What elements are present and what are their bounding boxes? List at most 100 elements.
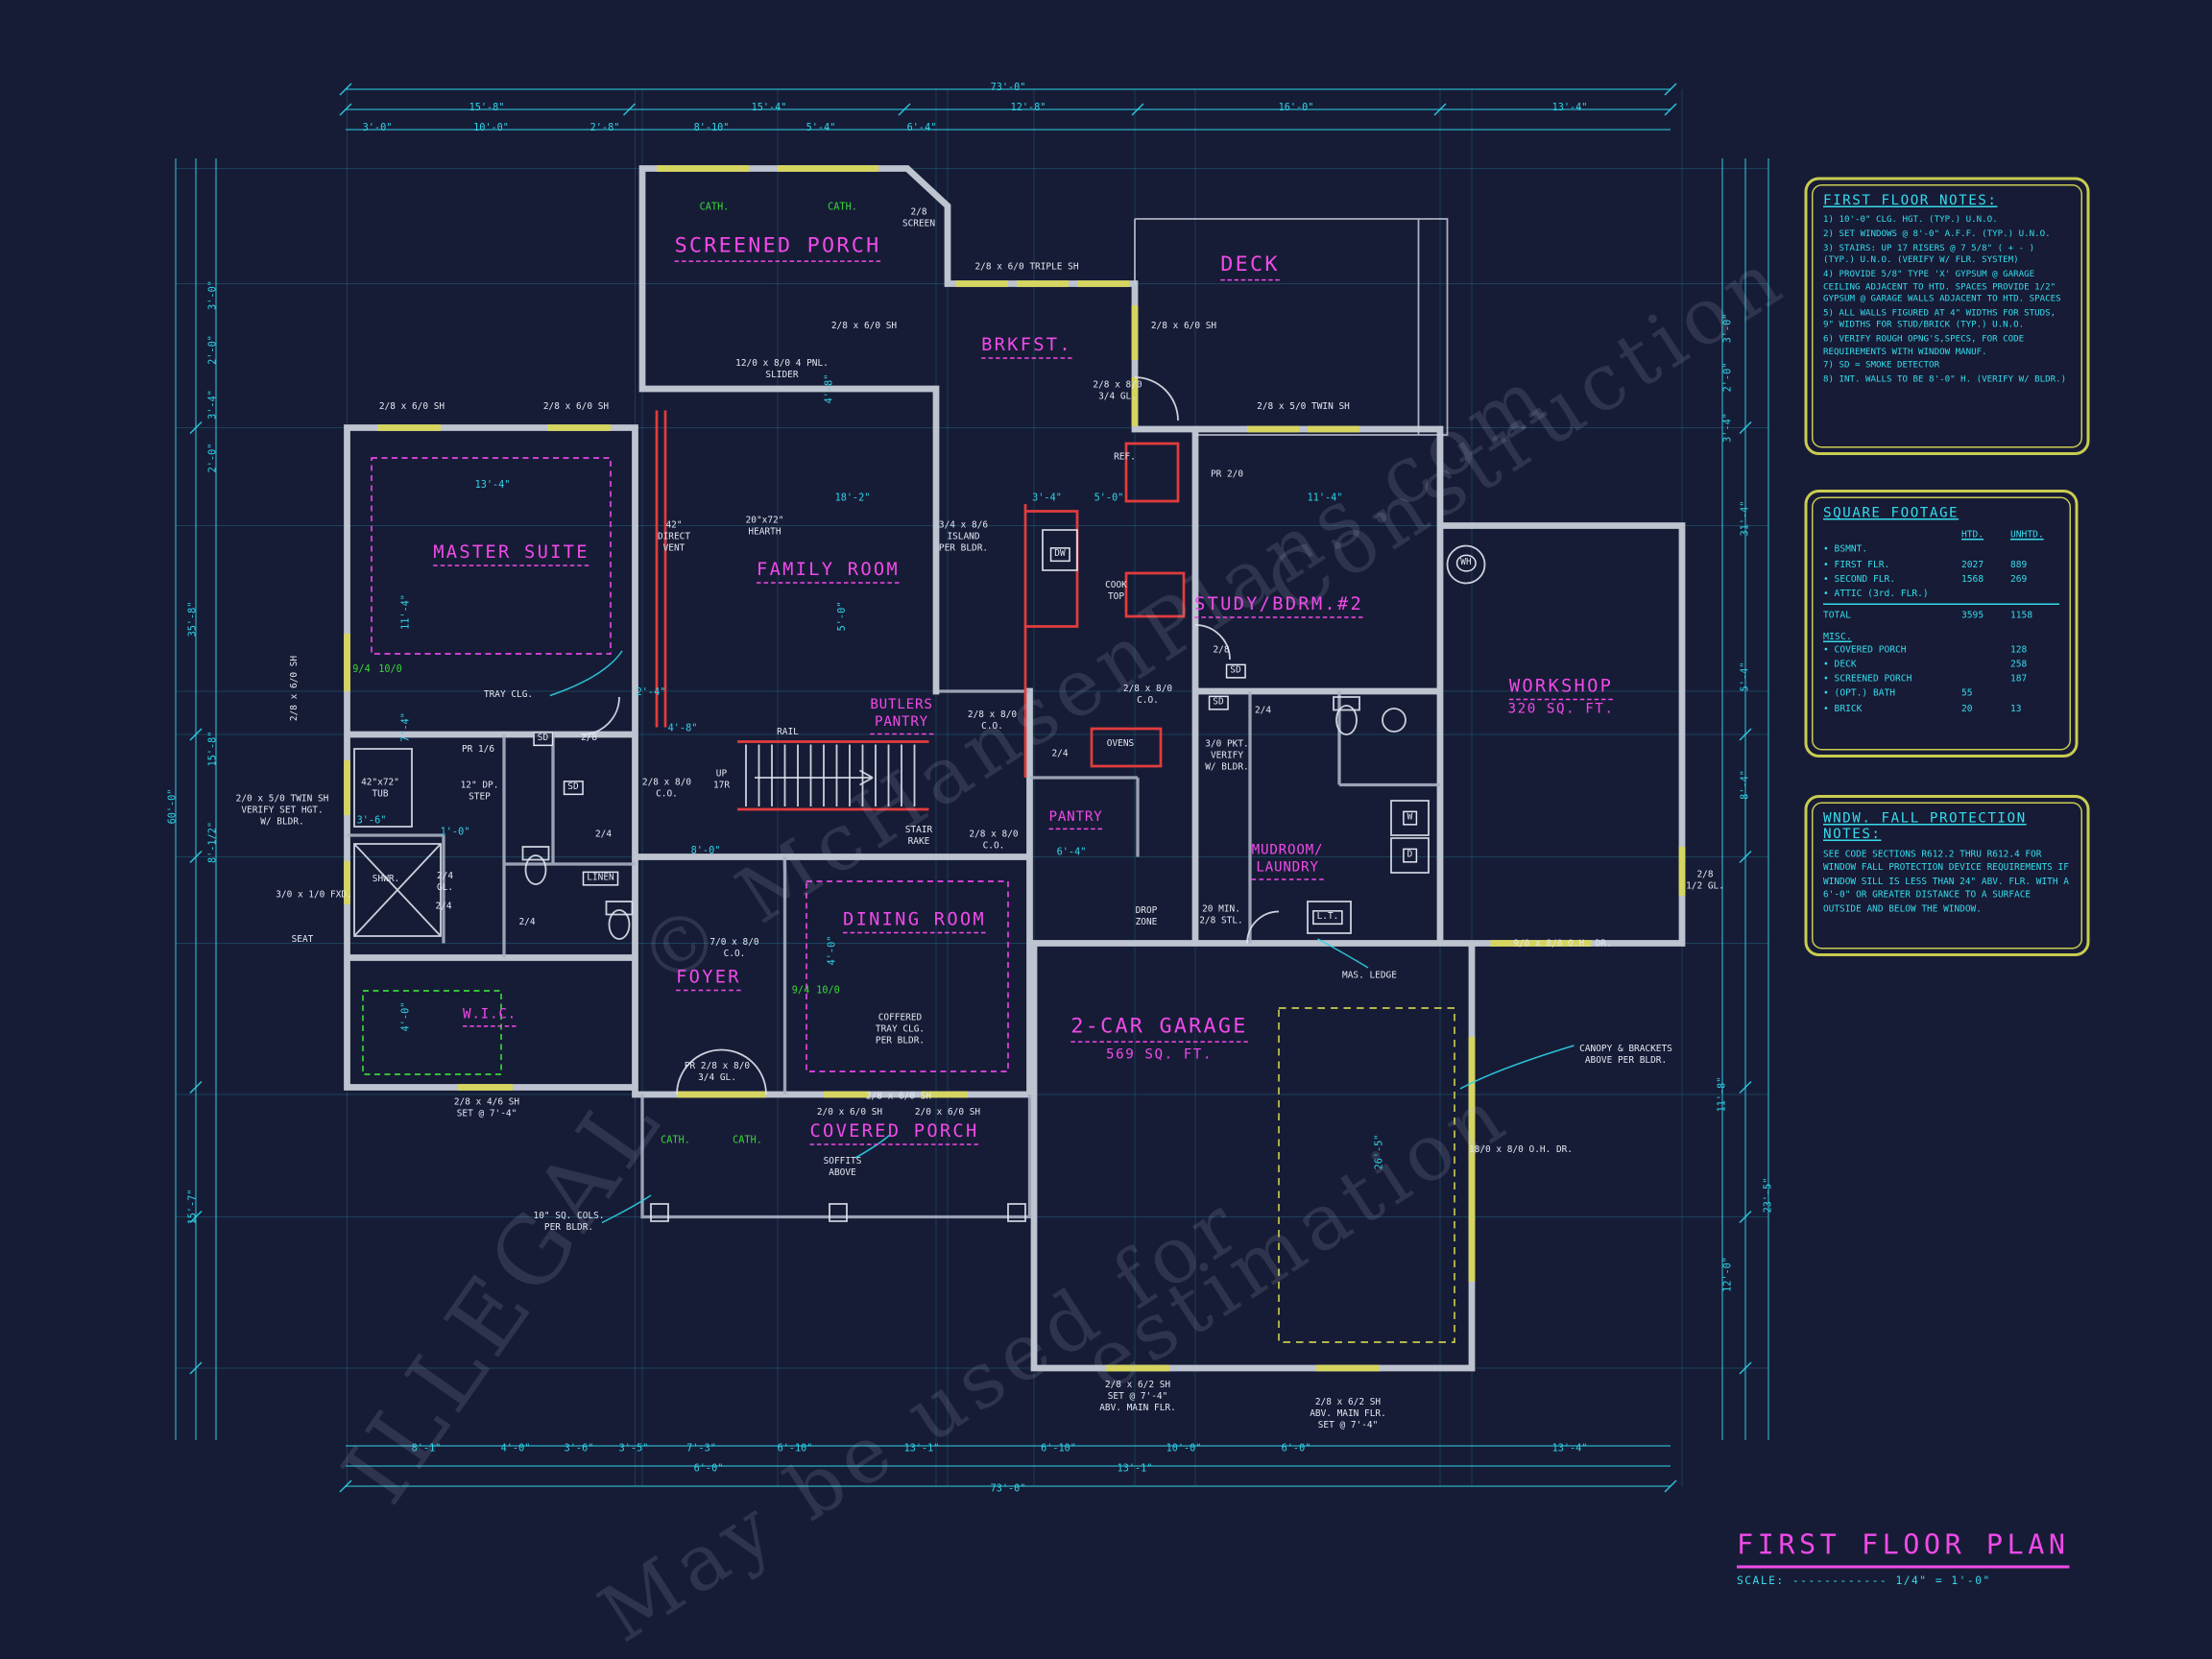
dimension-label: 7'-4" (399, 712, 412, 742)
annotation-label: 12/0 x 8/0 4 PNL.SLIDER (735, 358, 829, 380)
note-item: 1) 10'-0" CLG. HGT. (TYP.) U.N.O. (1823, 214, 1998, 226)
dimension-label: 8'-4" (1739, 770, 1751, 800)
first-floor-notes-title: FIRST FLOOR NOTES: (1823, 193, 1998, 209)
room-label: MUDROOM/LAUNDRY (1251, 843, 1324, 880)
annotation-label: 2/8 x 6/0 SH (1150, 321, 1217, 332)
room-label: PANTRY (1048, 809, 1103, 830)
dimension-label: 13'-4" (1551, 1442, 1588, 1455)
square-footage-misc-header: MISC. (1823, 630, 1852, 642)
annotation-label: 2/8 x 6/0 SH (289, 655, 301, 722)
fall-protection-panel: WNDW. FALL PROTECTION NOTES: SEE CODE SE… (1804, 795, 2090, 956)
square-footage-inner: SQUARE FOOTAGE HTD.UNHTD.• BSMNT.• FIRST… (1812, 496, 2071, 751)
windows (344, 165, 1686, 1372)
dimension-label: 2'-4" (636, 686, 666, 699)
square-footage-header-row: HTD.UNHTD. (1961, 528, 2044, 541)
annotation-label: 2/8 (580, 733, 598, 744)
room-label: MASTER SUITE (433, 541, 589, 566)
annotation-label: 2/4 (435, 902, 452, 912)
annotation-label: W (1403, 810, 1417, 826)
annotation-label: 18/0 x 8/0 O.H. DR. (1468, 1144, 1574, 1156)
dimension-label: 13'-4" (1551, 102, 1588, 114)
dashed-ceilings (362, 457, 1455, 1343)
annotation-label: 2/8 x 6/0 SH (542, 401, 610, 413)
dimension-label: 4'-8" (823, 373, 835, 404)
ceiling-label: 9/4 (352, 663, 371, 676)
dimension-label: 3'-4" (1032, 492, 1062, 504)
interior-walls (347, 689, 1440, 1219)
dimension-label: 10'-0" (473, 122, 509, 134)
annotation-label: 3/0 x 1/0 FXD. (276, 890, 352, 901)
dimension-label: 15'-4" (751, 102, 787, 114)
annotation-label: SD (1208, 695, 1229, 710)
dimension-label: 4'-0" (826, 935, 838, 966)
dimension-label: 11'-4" (399, 594, 412, 630)
annotation-label: 2/8 (1213, 645, 1230, 656)
dimension-label: 11'-4" (1307, 492, 1343, 504)
dimension-label: 3'-0" (206, 280, 219, 310)
square-footage-panel: SQUARE FOOTAGE HTD.UNHTD.• BSMNT.• FIRST… (1804, 490, 2079, 757)
room-label: W.I.C. (463, 1007, 517, 1027)
dimension-label: 3'-0" (362, 122, 393, 134)
deck-outline (1134, 218, 1449, 436)
dimension-label: 12'-0" (1721, 1257, 1734, 1292)
room-label: FOYER (676, 965, 741, 991)
annotation-label: L.T. (1312, 910, 1343, 925)
annotation-label: MAS. LEDGE (1342, 971, 1397, 981)
note-item: 2) SET WINDOWS @ 8'-0" A.F.F. (TYP.) U.N… (1823, 228, 2051, 239)
sheet-title: FIRST FLOOR PLAN (1737, 1529, 2070, 1569)
dimension-label: 10'-0" (1166, 1442, 1202, 1455)
annotation-label: 2/0 x 6/0 SH (816, 1107, 883, 1118)
dimension-label: 12'-8" (1010, 102, 1046, 114)
annotation-label: LINEN (582, 871, 619, 886)
dimension-label: 8'-10" (693, 122, 730, 134)
dimension-label: 16'-0" (1278, 102, 1314, 114)
fall-protection-title: WNDW. FALL PROTECTION NOTES: (1823, 810, 2027, 843)
annotation-label: 2/8 x 6/0 SH (378, 401, 445, 413)
dimension-label: 6'-10" (777, 1442, 813, 1455)
dimension-label: 35'-8" (186, 601, 199, 637)
room-area-label: 569 SQ. FT. (1106, 1046, 1213, 1064)
square-footage-row: • BSMNT. (1823, 542, 1868, 555)
ceiling-label: 10/0 (378, 663, 402, 676)
annotation-label: SEAT (291, 934, 314, 946)
annotation-label: PR 1/6 (461, 744, 495, 756)
title-block: FIRST FLOOR PLAN SCALE: ------------ 1/4… (1737, 1529, 2070, 1587)
ceiling-label: CATH. (828, 201, 857, 213)
annotation-label: RAIL (777, 727, 799, 738)
dimension-label: 60'-0" (166, 788, 179, 825)
room-label: DINING ROOM (843, 907, 986, 933)
fall-protection-body: SEE CODE SECTIONS R612.2 THRU R612.4 FOR… (1823, 850, 2069, 915)
note-item: 6) VERIFY ROUGH OPNG'S,SPECS, FOR CODE R… (1823, 334, 2025, 357)
annotation-label: 2/8 x 6/0 SH (830, 321, 898, 332)
dimension-label: 5'-0" (836, 601, 849, 632)
dimension-label: 3'-6" (564, 1442, 594, 1455)
annotation-label: 12" DP.STEP (460, 781, 499, 803)
dimension-label: 13'-4" (474, 479, 511, 492)
annotation-label: 20"x72"HEARTH (745, 516, 784, 538)
annotation-label: 9/0 x 8/0 O.H. DR. (1513, 939, 1612, 950)
annotation-label: PR 2/0 (1210, 469, 1244, 480)
dimension-label: 8'-1/2" (206, 822, 219, 863)
dimension-label: 6'-0" (693, 1462, 724, 1475)
red-fixtures (655, 410, 1186, 811)
annotation-label: SD (1225, 663, 1246, 679)
fixtures (353, 376, 1486, 1222)
notes-list: 1) 10'-0" CLG. HGT. (TYP.) U.N.O. 2) SET … (1823, 215, 2071, 388)
note-item: 4) PROVIDE 5/8" TYPE 'X' GYPSUM @ GARAGE… (1823, 269, 2061, 304)
ceiling-label: CATH. (661, 1134, 690, 1146)
